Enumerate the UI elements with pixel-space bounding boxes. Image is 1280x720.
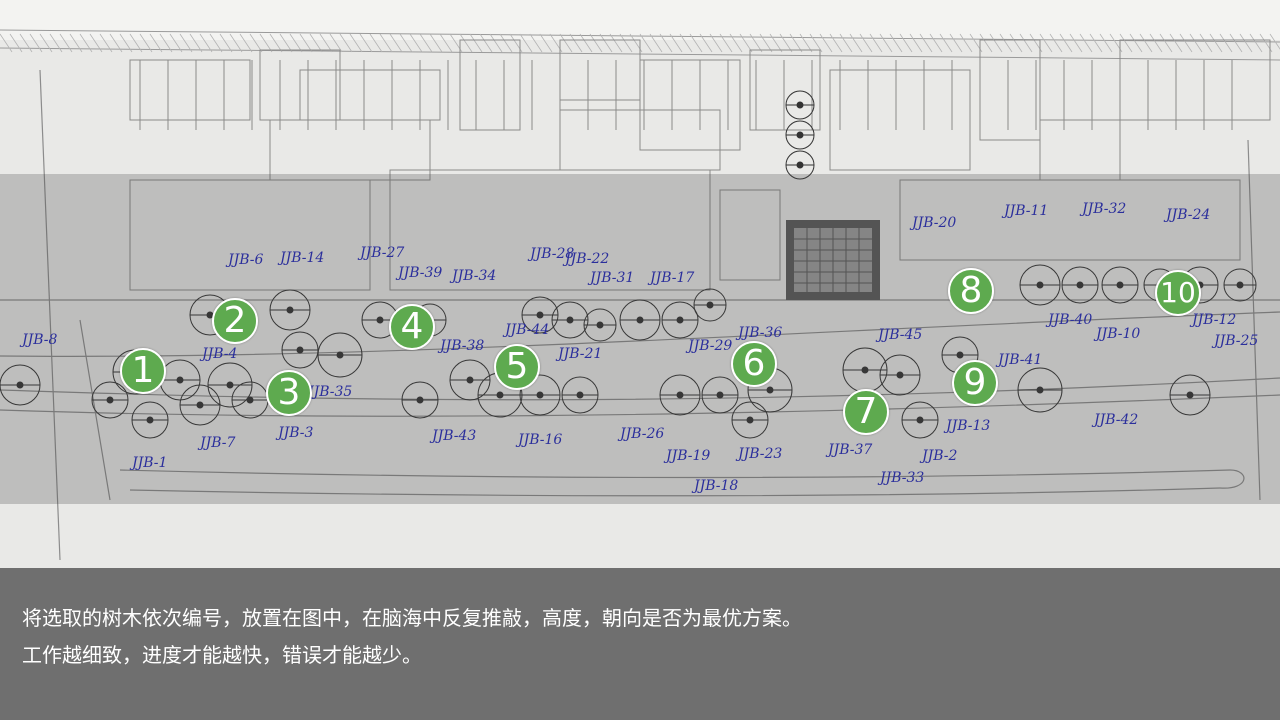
tree-number-marker-6: 6: [731, 341, 777, 387]
tree-tag-label: JJB-44: [505, 322, 550, 338]
tree-tag-label: JJB-33: [880, 470, 925, 486]
tree-tag-label: JJB-17: [650, 270, 695, 286]
tree-tag-label: JJB-45: [878, 327, 923, 343]
site-plan-photo: [0, 0, 1280, 568]
tree-tag-label: JJB-41: [998, 352, 1043, 368]
caption-line-1: 将选取的树木依次编号，放置在图中，在脑海中反复推敲，高度，朝向是否为最优方案。: [22, 606, 802, 630]
tree-tag-label: JJB-22: [565, 251, 610, 267]
tree-tag-label: JJB-27: [360, 245, 405, 261]
tree-tag-label: JJB-34: [452, 268, 497, 284]
tree-number-marker-5: 5: [494, 344, 540, 390]
tree-tag-label: JJB-13: [946, 418, 991, 434]
tree-tag-label: JJB-25: [1214, 333, 1259, 349]
tree-tag-label: JJB-38: [440, 338, 485, 354]
tree-tag-label: JJB-10: [1096, 326, 1141, 342]
tree-tag-label: JJB-6: [228, 252, 264, 268]
caption-panel: [0, 568, 1280, 720]
tree-number-marker-3: 3: [266, 370, 312, 416]
tree-number-marker-9: 9: [952, 360, 998, 406]
tree-tag-label: JJB-16: [518, 432, 563, 448]
tree-tag-label: JJB-4: [202, 346, 238, 362]
tree-tag-label: JJB-32: [1082, 201, 1127, 217]
tree-tag-label: JJB-37: [828, 442, 873, 458]
highlight-band: [0, 174, 1280, 504]
tree-number-marker-10: 10: [1155, 270, 1201, 316]
tree-tag-label: JJB-11: [1004, 203, 1049, 219]
tree-number-marker-7: 7: [843, 389, 889, 435]
tree-tag-label: JJB-31: [590, 270, 635, 286]
site-plan-drawing: [0, 29, 1280, 561]
tree-tag-label: JJB-12: [1192, 312, 1237, 328]
tree-tag-label: JJB-35: [308, 384, 353, 400]
tree-tag-label: JJB-26: [620, 426, 665, 442]
tree-tag-label: JJB-8: [22, 332, 58, 348]
tree-tag-label: JJB-20: [912, 215, 957, 231]
tree-tag-label: JJB-19: [666, 448, 711, 464]
tree-tag-label: JJB-21: [558, 346, 603, 362]
tree-tag-label: JJB-3: [278, 425, 314, 441]
tree-number-marker-4: 4: [389, 304, 435, 350]
tree-tag-label: JJB-28: [530, 246, 575, 262]
tree-tag-label: JJB-29: [688, 338, 733, 354]
tree-tag-label: JJB-1: [132, 455, 168, 471]
tree-number-marker-1: 1: [120, 348, 166, 394]
tree-tag-label: JJB-14: [280, 250, 325, 266]
tree-tag-label: JJB-42: [1094, 412, 1139, 428]
tree-tag-label: JJB-2: [922, 448, 958, 464]
tree-tag-label: JJB-40: [1048, 312, 1093, 328]
tree-tag-label: JJB-36: [738, 325, 783, 341]
tree-tag-label: JJB-39: [398, 265, 443, 281]
tree-number-marker-8: 8: [948, 268, 994, 314]
tree-number-marker-2: 2: [212, 298, 258, 344]
tree-tag-label: JJB-43: [432, 428, 477, 444]
tree-tag-label: JJB-24: [1166, 207, 1211, 223]
caption-line-2: 工作越细致，进度才能越快，错误才能越少。: [22, 643, 422, 667]
tree-tag-label: JJB-23: [738, 446, 783, 462]
tree-tag-label: JJB-18: [694, 478, 739, 494]
tree-tag-label: JJB-7: [200, 435, 236, 451]
